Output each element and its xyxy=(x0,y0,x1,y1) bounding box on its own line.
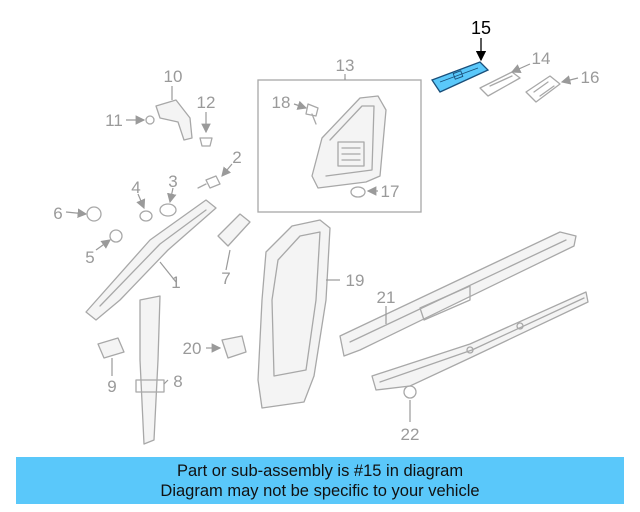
part-18-bolt xyxy=(293,100,319,125)
part-1-a-pillar-trim xyxy=(85,199,217,321)
part-17-clip xyxy=(350,186,378,198)
part-7-trim xyxy=(217,213,251,271)
callout-2: 2 xyxy=(232,148,241,167)
part-5-clip xyxy=(95,229,123,251)
part-15-highlighted xyxy=(431,38,490,93)
info-banner: Part or sub-assembly is #15 in diagram D… xyxy=(16,457,624,504)
part-9-clip xyxy=(97,337,125,376)
callout-17: 17 xyxy=(381,182,400,201)
part-21-sill-plate xyxy=(339,231,577,357)
part-4-clip xyxy=(136,193,153,222)
callout-15: 15 xyxy=(471,18,491,38)
callout-10: 10 xyxy=(164,67,183,86)
callout-3: 3 xyxy=(168,172,177,191)
callout-16: 16 xyxy=(581,68,600,87)
callout-20: 20 xyxy=(183,339,202,358)
callout-19: 19 xyxy=(346,271,365,290)
part-16 xyxy=(525,75,579,103)
part-10-bracket xyxy=(155,86,193,141)
callout-11: 11 xyxy=(105,111,123,130)
part-13-trim xyxy=(311,95,387,189)
callout-18: 18 xyxy=(272,93,291,112)
callout-1: 1 xyxy=(171,273,180,292)
callout-5: 5 xyxy=(85,248,94,267)
inset-box-13 xyxy=(257,79,422,213)
callout-8: 8 xyxy=(173,372,182,391)
part-6-clip xyxy=(65,206,102,222)
callout-21: 21 xyxy=(377,288,396,307)
callout-12: 12 xyxy=(197,93,216,112)
part-19-b-pillar-trim xyxy=(257,219,340,409)
part-2-screw xyxy=(197,163,233,189)
callout-9: 9 xyxy=(107,377,116,396)
banner-line-1: Part or sub-assembly is #15 in diagram xyxy=(176,461,464,480)
part-20-clip xyxy=(206,335,247,359)
part-8-lower-trim xyxy=(135,295,169,445)
part-3-clip xyxy=(159,187,177,217)
callout-14: 14 xyxy=(532,49,551,68)
banner-line-2: Diagram may not be specific to your vehi… xyxy=(160,481,480,500)
callout-7: 7 xyxy=(221,269,230,288)
callout-6: 6 xyxy=(53,204,62,223)
callout-4: 4 xyxy=(131,178,140,197)
part-11-screw xyxy=(126,115,155,125)
part-22-sill-support xyxy=(371,291,589,422)
callout-13: 13 xyxy=(336,56,355,75)
part-14 xyxy=(479,63,531,97)
part-12-clip xyxy=(199,112,213,147)
callout-22: 22 xyxy=(401,425,420,444)
